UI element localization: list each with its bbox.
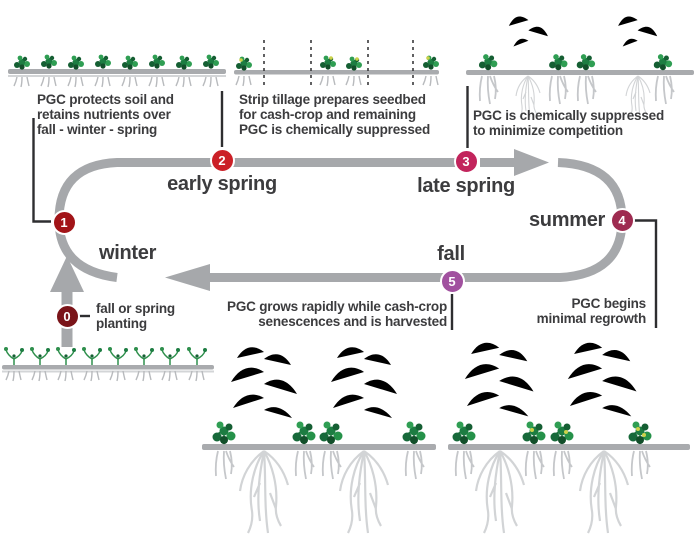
callout-brackets: [32, 86, 658, 330]
stage-marker-5: 5: [439, 268, 465, 294]
fall-senesced-corn-illustration: [202, 330, 436, 535]
new-planting-row-illustration: [2, 346, 214, 382]
winter-pgc-row-illustration: [8, 53, 226, 88]
note-stage-3: PGC is chemically suppressed to minimize…: [473, 108, 664, 138]
season-early-spring: early spring: [167, 173, 277, 195]
season-summer: summer: [528, 209, 605, 231]
stage-marker-4: 4: [609, 207, 635, 233]
stage-marker-2: 2: [209, 147, 235, 173]
note-stage-5: PGC grows rapidly while cash-crop senesc…: [227, 299, 447, 329]
season-late-spring: late spring: [417, 175, 515, 197]
season-winter: winter: [99, 242, 157, 264]
late-spring-arrow: [480, 149, 549, 176]
summer-corn-illustration: [448, 324, 690, 535]
note-stage-0: fall or spring planting: [96, 301, 175, 331]
note-stage-4: PGC begins minimal regrowth: [536, 296, 647, 326]
suppressed-pgc-seedlings-illustration: [466, 13, 694, 118]
stage-marker-3: 3: [453, 148, 479, 174]
fall-to-winter-arrowhead: [165, 264, 210, 291]
strip-tillage-illustration: [234, 40, 440, 87]
season-fall: fall: [437, 243, 465, 265]
stage-marker-1: 1: [51, 209, 77, 235]
note-stage-1: PGC protects soil and retains nutrients …: [37, 92, 174, 137]
stage-marker-0: 0: [54, 303, 80, 329]
note-stage-2: Strip tillage prepares seedbed for cash-…: [239, 92, 430, 137]
planting-up-arrow: [50, 256, 84, 347]
